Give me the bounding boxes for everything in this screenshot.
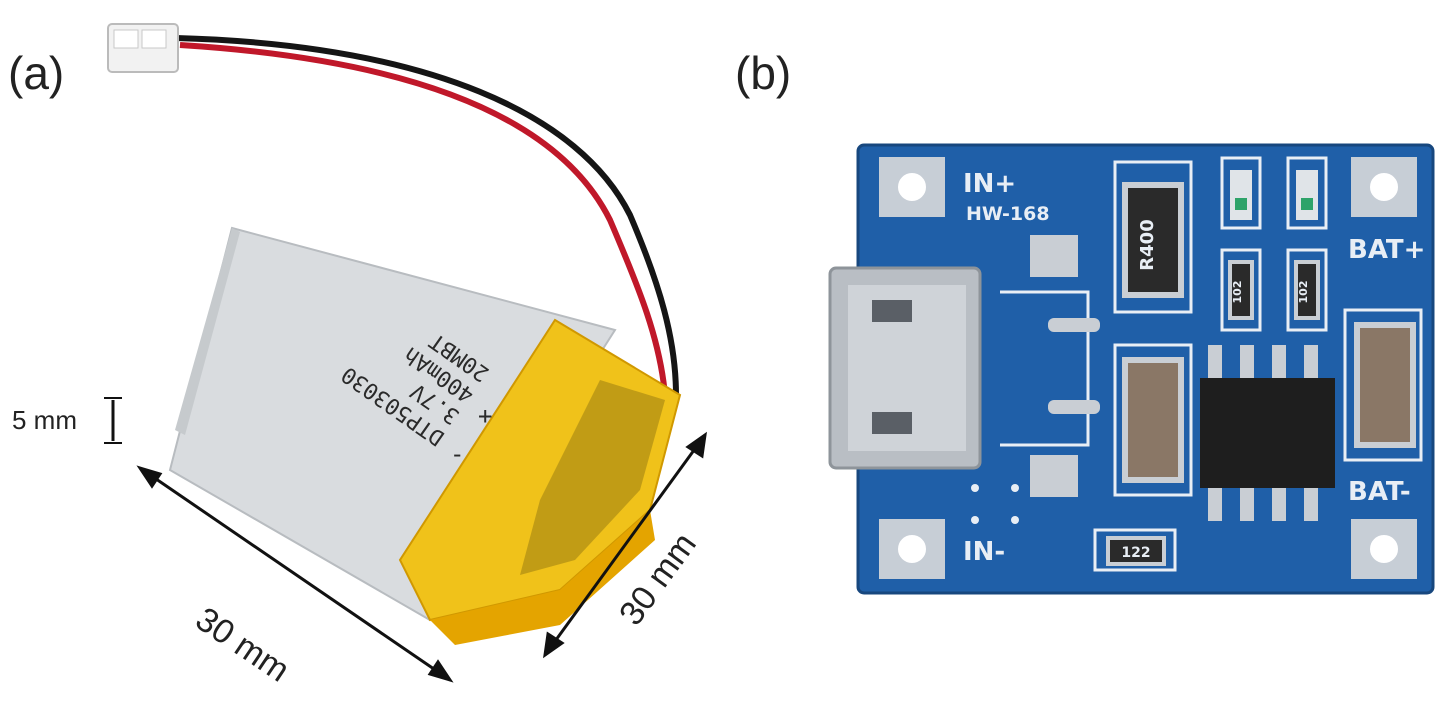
length-dimension: [543, 431, 707, 659]
in-plus-label: IN+: [963, 169, 1016, 199]
usb-port: [828, 266, 982, 470]
bat-plus-label: BAT+: [1348, 235, 1425, 265]
width-dimension: [136, 465, 454, 683]
resistor-102b-label: 102: [1297, 281, 1310, 304]
mounting-holes: [879, 157, 1417, 579]
board-model-label: HW-168: [966, 203, 1050, 225]
red-wire: [179, 42, 668, 396]
resistor-122-label: 122: [1121, 545, 1150, 561]
black-wire: [175, 35, 679, 396]
resistor-102a-label: 102: [1231, 281, 1244, 304]
panel-a-label: (a): [8, 47, 65, 99]
thickness-dimension: [104, 397, 122, 444]
charger-ic: [1200, 378, 1335, 488]
panel-b-label: (b): [735, 47, 792, 99]
battery-plus-sign: +: [478, 402, 492, 430]
thickness-label: 5 mm: [12, 405, 77, 435]
bat-minus-label: BAT-: [1348, 477, 1411, 507]
resistor-r400-label: R400: [1137, 219, 1158, 270]
battery-minus-sign: -: [450, 440, 464, 468]
jst-connector: [107, 23, 179, 73]
in-minus-label: IN-: [963, 537, 1005, 567]
